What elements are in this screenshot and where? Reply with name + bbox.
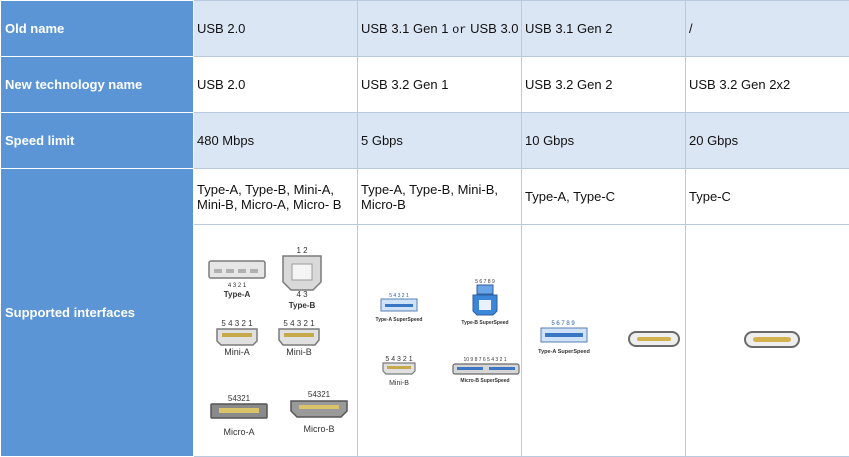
cell-iface-gen1: Type-A, Type-B, Mini-B, Micro-B — [358, 169, 522, 225]
cell-img-gen2x2 — [686, 225, 849, 457]
row-interfaces: Supported interfaces Type-A, Type-B, Min… — [1, 169, 849, 225]
row-old-name: Old name USB 2.0 USB 3.1 Gen 1 or USB 3.… — [1, 1, 849, 57]
cell-old-gen1-b: USB 3.0 — [470, 21, 518, 36]
row-speed: Speed limit 480 Mbps 5 Gbps 10 Gbps 20 G… — [1, 113, 849, 169]
gen2-type-c-connector-icon — [629, 332, 679, 346]
cell-old-gen2: USB 3.1 Gen 2 — [522, 1, 686, 57]
mini-b-connector-icon: 5 4 3 2 1 Mini-B — [279, 319, 319, 357]
type-b-superspeed-connector-icon: 5 6 7 8 9 Type-B SuperSpeed — [461, 279, 508, 326]
gen1-mini-b-pins: 5 4 3 2 1 — [385, 356, 412, 363]
cell-speed-usb2: 480 Mbps — [194, 113, 358, 169]
micro-a-pin-numbers: 54321 — [228, 394, 251, 403]
micro-a-caption: Micro-A — [224, 427, 255, 437]
type-b-bottom-pins: 4 3 — [296, 290, 308, 299]
micro-b-connector-icon: 54321 Micro-B — [291, 390, 347, 434]
row-label-speed: Speed limit — [1, 113, 194, 169]
type-a-connector-icon: 4 3 2 1 Type-A — [209, 261, 265, 299]
row-label-old-name: Old name — [1, 1, 194, 57]
usb2-connectors-illustration: 4 3 2 1 Type-A 1 2 4 3 Type-B 5 4 3 2 1 … — [197, 225, 360, 453]
cell-old-gen1: USB 3.1 Gen 1 or USB 3.0 — [358, 1, 522, 57]
gen2x2-type-c-connector-icon — [745, 332, 799, 347]
cell-new-gen2x2: USB 3.2 Gen 2x2 — [686, 57, 849, 113]
mini-a-pin-numbers: 5 4 3 2 1 — [221, 319, 253, 328]
cell-speed-gen1: 5 Gbps — [358, 113, 522, 169]
type-b-caption: Type-B — [289, 301, 316, 310]
cell-img-usb2: 4 3 2 1 Type-A 1 2 4 3 Type-B 5 4 3 2 1 … — [194, 225, 358, 457]
cell-speed-gen2: 10 Gbps — [522, 113, 686, 169]
gen1-micro-b-ss-pins: 10 9 8 7 6 5 4 3 2 1 — [463, 357, 506, 363]
gen1-mini-b-connector-icon: 5 4 3 2 1 Mini-B — [383, 356, 415, 387]
mini-a-connector-icon: 5 4 3 2 1 Mini-A — [217, 319, 257, 357]
cell-new-gen2: USB 3.2 Gen 2 — [522, 57, 686, 113]
cell-old-gen2x2: / — [686, 1, 849, 57]
mini-a-caption: Mini-A — [224, 347, 250, 357]
cell-img-gen1: 5 4 3 2 1 Type-A SuperSpeed 5 6 7 8 9 Ty… — [358, 225, 522, 457]
row-label-interfaces: Supported interfaces — [1, 169, 194, 457]
cell-old-gen1-or: or — [452, 23, 466, 37]
type-b-top-pins: 1 2 — [296, 246, 308, 255]
cell-img-gen2: 5 6 7 8 9 Type-A SuperSpeed — [522, 225, 686, 457]
gen1-type-b-ss-caption: Type-B SuperSpeed — [461, 320, 508, 326]
type-a-superspeed-connector-icon: 5 4 3 2 1 Type-A SuperSpeed — [376, 293, 423, 323]
cell-speed-gen2x2: 20 Gbps — [686, 113, 849, 169]
gen1-type-a-ss-pins: 5 4 3 2 1 — [389, 293, 409, 299]
cell-iface-usb2: Type-A, Type-B, Mini-A, Mini-B, Micro-A,… — [194, 169, 358, 225]
cell-iface-gen2: Type-A, Type-C — [522, 169, 686, 225]
gen2-type-a-ss-pins: 5 6 7 8 9 — [551, 321, 575, 327]
gen1-mini-b-caption: Mini-B — [389, 380, 409, 387]
row-label-new-name: New technology name — [1, 57, 194, 113]
mini-b-caption: Mini-B — [286, 347, 312, 357]
gen2-type-a-superspeed-connector-icon: 5 6 7 8 9 Type-A SuperSpeed — [538, 321, 590, 355]
cell-old-gen1-a: USB 3.1 Gen 1 — [361, 21, 448, 36]
cell-old-usb2: USB 2.0 — [194, 1, 358, 57]
cell-new-usb2: USB 2.0 — [194, 57, 358, 113]
cell-new-gen1: USB 3.2 Gen 1 — [358, 57, 522, 113]
row-new-name: New technology name USB 2.0 USB 3.2 Gen … — [1, 57, 849, 113]
micro-a-connector-icon: 54321 Micro-A — [211, 394, 267, 437]
micro-b-superspeed-connector-icon: 10 9 8 7 6 5 4 3 2 1 Micro-B SuperSpeed — [453, 357, 519, 384]
cell-iface-gen2x2: Type-C — [686, 169, 849, 225]
type-a-pin-numbers: 4 3 2 1 — [228, 283, 247, 289]
gen1-type-b-ss-top: 5 6 7 8 9 — [475, 279, 495, 285]
gen2-connectors-illustration: 5 6 7 8 9 Type-A SuperSpeed — [525, 225, 688, 453]
gen1-micro-b-ss-caption: Micro-B SuperSpeed — [460, 378, 509, 384]
mini-b-pin-numbers: 5 4 3 2 1 — [283, 319, 315, 328]
gen2x2-connectors-illustration — [689, 225, 849, 453]
gen1-connectors-illustration: 5 4 3 2 1 Type-A SuperSpeed 5 6 7 8 9 Ty… — [361, 225, 524, 453]
micro-b-caption: Micro-B — [304, 424, 335, 434]
type-b-connector-icon: 1 2 4 3 Type-B — [283, 246, 321, 310]
type-a-caption: Type-A — [224, 290, 251, 299]
micro-b-pin-numbers: 54321 — [308, 390, 331, 399]
gen1-type-a-ss-caption: Type-A SuperSpeed — [376, 317, 423, 323]
gen2-type-a-ss-caption: Type-A SuperSpeed — [538, 349, 590, 355]
